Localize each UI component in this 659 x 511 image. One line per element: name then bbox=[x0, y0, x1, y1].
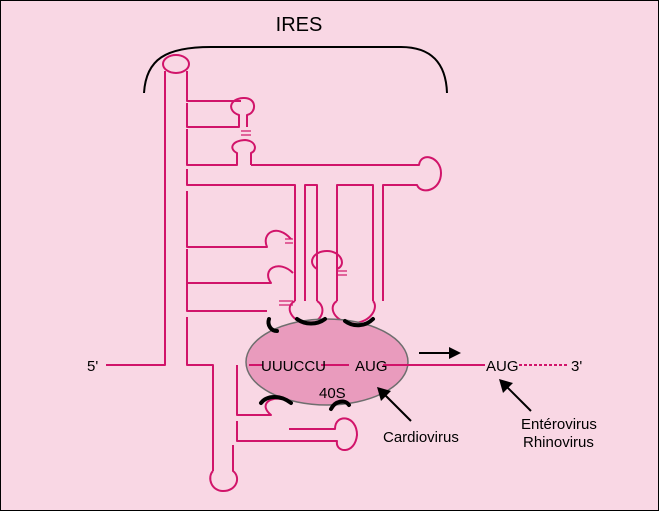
enterovirus-label: Entérovirus bbox=[521, 416, 597, 433]
lower-branch bbox=[236, 417, 358, 451]
stem-loop-2 bbox=[186, 129, 256, 166]
bottom-loop bbox=[209, 445, 239, 492]
three-prime-label: 3' bbox=[571, 358, 582, 375]
rhinovirus-label: Rhinovirus bbox=[523, 434, 594, 451]
uuuccu-label: UUUCCU bbox=[261, 358, 326, 375]
contact-mark-3 bbox=[343, 317, 375, 328]
contact-mark-4 bbox=[259, 395, 293, 405]
scanning-arrow bbox=[419, 347, 461, 359]
enterovirus-arrow bbox=[499, 379, 532, 412]
mid-hairpin bbox=[311, 250, 343, 270]
ires-bracket bbox=[143, 46, 448, 94]
five-prime-leader bbox=[106, 71, 166, 366]
stem-loop-4 bbox=[186, 253, 294, 284]
cardiovirus-label: Cardiovirus bbox=[383, 429, 459, 446]
ires-title: IRES bbox=[276, 14, 323, 36]
aug-cardio-label: AUG bbox=[355, 358, 388, 375]
contact-mark-2 bbox=[295, 317, 327, 326]
top-loop bbox=[162, 54, 190, 74]
stem-loop-1 bbox=[186, 96, 255, 128]
right-arm bbox=[186, 169, 374, 301]
right-arm-top bbox=[251, 156, 442, 301]
aug-entero-label: AUG bbox=[486, 358, 519, 375]
five-prime-label: 5' bbox=[87, 358, 98, 375]
contact-mark-5 bbox=[329, 399, 351, 411]
contact-mark-1 bbox=[266, 317, 279, 333]
cardiovirus-arrow bbox=[377, 387, 412, 422]
ribosome-label: 40S bbox=[319, 385, 346, 402]
rna-structure bbox=[106, 54, 567, 492]
main-stem-inner bbox=[186, 71, 241, 102]
contact-marks bbox=[259, 317, 375, 411]
